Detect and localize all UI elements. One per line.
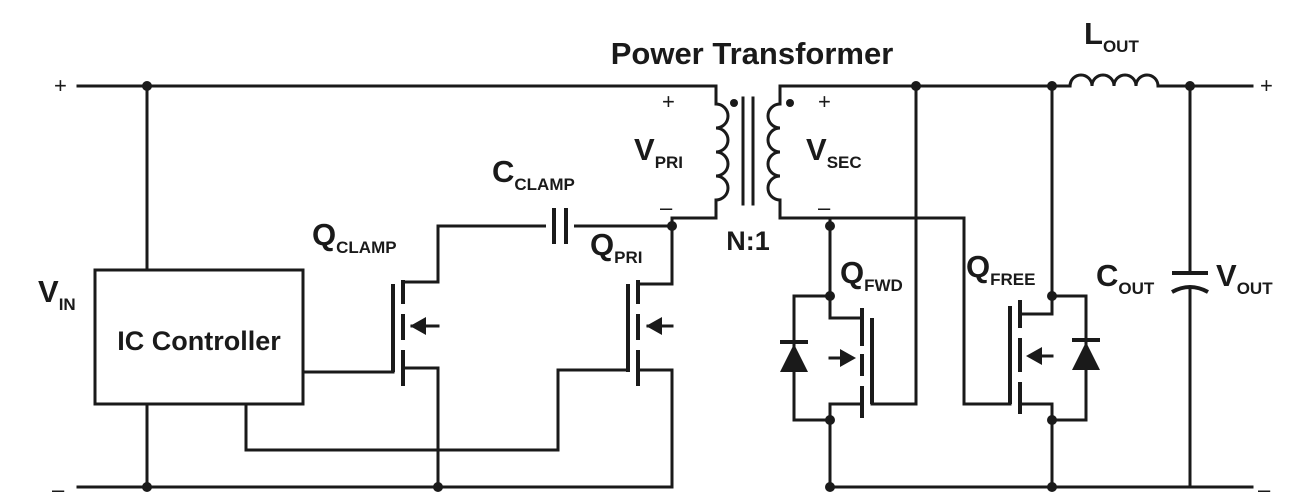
- vout-plus-sign: +: [1260, 73, 1273, 98]
- junction-dot: [1047, 291, 1057, 301]
- qpri-gate-drive-wire: [244, 368, 630, 452]
- cout-label: COUT: [1096, 258, 1155, 298]
- junction-dot: [1047, 482, 1057, 492]
- junction-dot: [1185, 81, 1195, 91]
- junction-dot: [825, 291, 835, 301]
- vin-label: VIN: [38, 274, 76, 314]
- junction-dot: [1047, 81, 1057, 91]
- qpri-label: QPRI: [590, 227, 642, 267]
- vpri-minus-sign: –: [660, 195, 673, 220]
- secondary-return-wire: [778, 216, 1012, 406]
- turns-ratio-label: N:1: [726, 226, 770, 256]
- cclamp-label: CCLAMP: [492, 154, 575, 194]
- qfwd-diode-icon: [780, 344, 808, 372]
- vout-label: VOUT: [1216, 258, 1273, 298]
- junction-dot: [142, 482, 152, 492]
- qpri-source-wire: [636, 368, 674, 489]
- qclamp-body-arrow-icon: [410, 317, 426, 335]
- qpri-body-arrow-icon: [646, 317, 662, 335]
- qfree-source-wire: [1018, 402, 1054, 489]
- junction-dot: [1047, 415, 1057, 425]
- ic-controller-label: IC Controller: [117, 326, 281, 356]
- qfree-label: QFREE: [966, 249, 1035, 289]
- qclamp-source-wire: [401, 366, 440, 489]
- junction-dot: [825, 415, 835, 425]
- vout-minus-sign: –: [1258, 477, 1271, 502]
- qfwd-source-wire: [828, 402, 864, 489]
- qfwd-drain-link: [828, 294, 864, 320]
- lout-inductor-icon: [1068, 73, 1165, 88]
- junction-dot: [142, 81, 152, 91]
- qfree-diode-icon: [1072, 342, 1100, 370]
- junction-dot: [911, 81, 921, 91]
- vpri-label: VPRI: [634, 132, 683, 172]
- vsec-label: VSEC: [806, 132, 862, 172]
- junction-dot: [825, 482, 835, 492]
- secondary-polarity-dot-icon: [786, 99, 794, 107]
- qfwd-body-arrow-icon: [840, 349, 856, 367]
- qpri-drain-wire: [636, 198, 718, 286]
- vin-minus-sign: –: [52, 477, 65, 502]
- power-transformer-title: Power Transformer: [611, 36, 894, 71]
- ic-controller-box: [93, 268, 305, 406]
- secondary-winding-icon: [766, 102, 782, 202]
- qfree-body-arrow-icon: [1026, 347, 1042, 365]
- vin-plus-sign: +: [54, 73, 67, 98]
- qfwd-gate-wire: [870, 84, 918, 406]
- junction-dot: [433, 482, 443, 492]
- primary-polarity-dot-icon: [730, 99, 738, 107]
- primary-winding-icon: [714, 102, 730, 202]
- qclamp-label: QCLAMP: [312, 217, 397, 257]
- qfwd-label: QFWD: [840, 255, 903, 295]
- vpri-plus-sign: +: [662, 89, 675, 114]
- lout-label: LOUT: [1084, 16, 1139, 56]
- vsec-minus-sign: –: [818, 195, 831, 220]
- vsec-plus-sign: +: [818, 89, 831, 114]
- junction-dot: [667, 221, 677, 231]
- junction-dot: [825, 221, 835, 231]
- cclamp-gap: [546, 206, 574, 246]
